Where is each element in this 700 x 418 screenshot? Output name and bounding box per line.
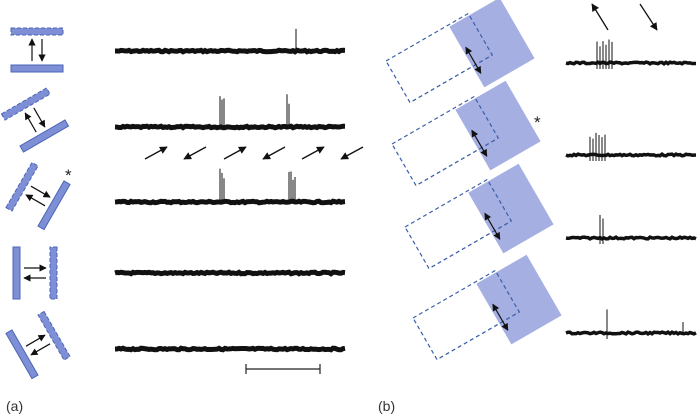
baseline <box>114 198 346 206</box>
stimulus-icon-3 <box>5 161 71 231</box>
double-arrow <box>471 129 488 157</box>
trace-row-b-2 <box>565 132 697 161</box>
trace-row-2 <box>114 94 346 131</box>
baseline <box>114 269 346 277</box>
double-arrow <box>465 46 482 74</box>
panel-b-stimuli <box>385 0 562 361</box>
motion-arrow-2 <box>183 146 207 160</box>
dashed-bar <box>5 161 39 212</box>
trace-row-5 <box>114 345 346 353</box>
panel-a-spike-traces <box>114 28 346 353</box>
panel-a-label: (a) <box>6 398 24 414</box>
solid-bar <box>37 180 71 231</box>
panel-b-label: (b) <box>378 398 396 414</box>
up-arrow <box>24 112 37 133</box>
stimulus-icon-1 <box>10 27 64 73</box>
solid-bar <box>12 246 21 300</box>
up-arrow <box>25 194 46 207</box>
motion-arrow-5 <box>301 146 325 160</box>
stimulus-diagram-4 <box>412 254 562 361</box>
panel-b-spike-traces <box>565 39 697 339</box>
down-arrow <box>30 343 51 356</box>
panel-b-direction-arrows <box>591 3 658 31</box>
panel-a-stimuli <box>0 27 71 380</box>
baseline <box>565 151 697 158</box>
motion-arrow-4 <box>262 146 286 160</box>
stimulus-diagram-3 <box>404 163 554 270</box>
trace-row-4 <box>114 269 346 277</box>
double-arrow <box>484 212 501 240</box>
panel-a-motion-arrows <box>144 146 364 160</box>
trace-row-1 <box>114 28 346 55</box>
baseline <box>565 330 697 336</box>
baseline <box>114 123 346 131</box>
motion-arrow-6 <box>340 146 364 160</box>
panel-a <box>0 27 364 380</box>
direction-arrow-2 <box>639 3 658 31</box>
dashed-bar <box>0 87 51 121</box>
panel-b-star-marker: * <box>534 113 541 132</box>
baseline <box>114 345 346 353</box>
solid-block <box>468 163 554 254</box>
up-arrow <box>25 334 46 347</box>
motion-arrow-3 <box>223 146 247 160</box>
down-arrow <box>33 107 46 128</box>
dashed-bar <box>49 246 58 300</box>
scale-bar <box>245 364 321 374</box>
stimulus-icon-2 <box>0 87 70 153</box>
baseline <box>565 60 697 67</box>
solid-block <box>455 80 541 171</box>
panel-b <box>385 0 697 361</box>
baseline <box>114 47 346 55</box>
trace-row-3 <box>114 168 346 206</box>
dashed-bar <box>10 27 64 36</box>
stimulus-icon-4 <box>12 246 58 300</box>
down-arrow <box>30 185 51 198</box>
direction-arrow-1 <box>591 3 609 31</box>
trace-row-b-1 <box>565 39 697 69</box>
stimulus-icon-5 <box>5 310 71 380</box>
solid-bar <box>19 119 70 153</box>
motion-arrow-1 <box>144 146 168 160</box>
trace-row-b-3 <box>565 214 697 244</box>
stimulus-diagram-2 <box>391 80 541 187</box>
dashed-bar <box>37 310 71 361</box>
double-arrow <box>492 303 509 331</box>
stimulus-diagram-1 <box>385 0 535 104</box>
solid-block <box>449 0 535 88</box>
baseline <box>565 235 697 241</box>
panel-a-star-marker: * <box>65 166 72 185</box>
solid-block <box>476 254 562 345</box>
trace-row-b-4 <box>565 309 697 339</box>
solid-bar <box>10 64 64 73</box>
solid-bar <box>5 329 39 380</box>
